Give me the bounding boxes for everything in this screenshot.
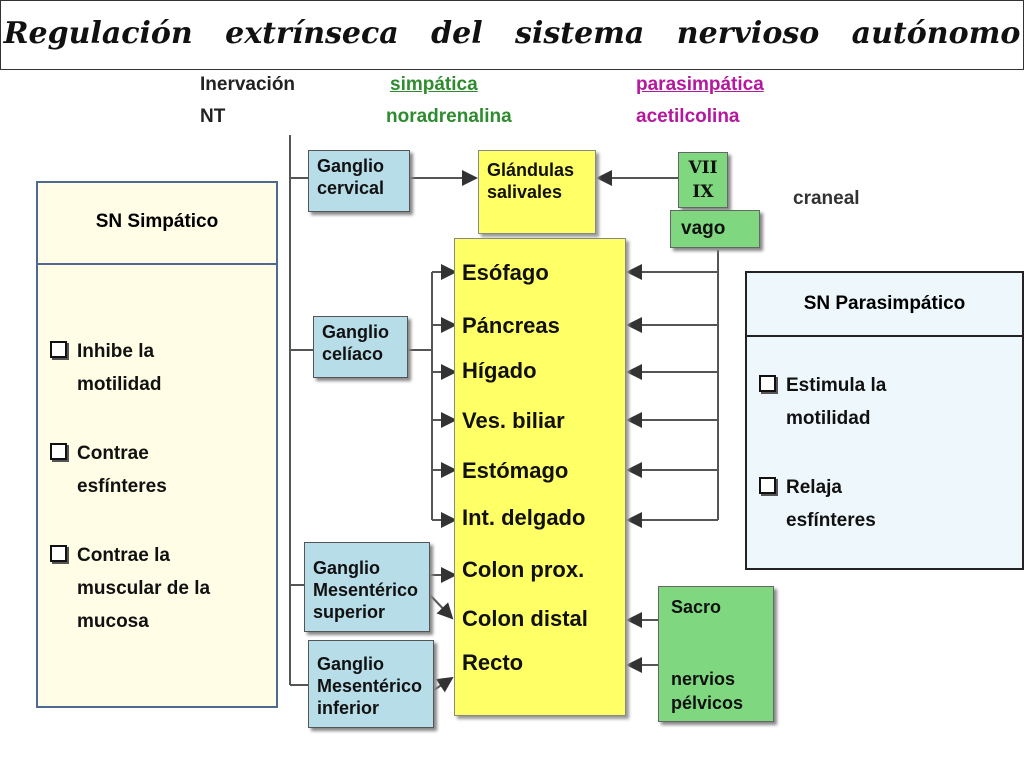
- organ-colon-prox: Colon prox.: [462, 557, 585, 582]
- simpatico-item-1: Inhibe la motilidad: [50, 335, 161, 401]
- ganglio-mesenterico-inferior-box: Ganglio Mesentérico inferior: [308, 640, 434, 728]
- parasimpatico-item-1-line1: Estimula la: [786, 375, 887, 396]
- sn-simpatico-divider: [38, 263, 276, 265]
- parasimpatico-item-2-line1: Relaja: [786, 477, 842, 498]
- cranial-nerves-box: VII IX: [678, 152, 728, 208]
- sn-parasimpatico-divider: [747, 335, 1022, 337]
- ganglio-cervical-line2: cervical: [317, 178, 385, 198]
- title-frame: [0, 0, 1024, 70]
- ganglio-celiaco-box: Ganglio celíaco: [313, 316, 408, 378]
- slide-title: Regulación extrínseca del sistema nervio…: [3, 16, 1021, 51]
- checkbox-bullet-icon: [50, 443, 67, 460]
- checkbox-bullet-icon: [50, 545, 67, 562]
- acetilcolina-label: acetilcolina: [636, 106, 740, 127]
- ganglio-mes-inf-line3: inferior: [317, 698, 380, 718]
- organ-pancreas: Páncreas: [462, 313, 560, 338]
- sacro-label: Sacro: [671, 597, 722, 617]
- sn-simpatico-title: SN Simpático: [95, 211, 219, 232]
- checkbox-bullet-icon: [759, 477, 776, 494]
- simpatico-item-2-line1: Contrae: [77, 443, 149, 464]
- glandulas-line2: salivales: [487, 182, 563, 202]
- nervio-ix: IX: [692, 182, 714, 202]
- ganglio-celiaco-line1: Ganglio: [322, 322, 389, 342]
- glandulas-line1: Glándulas: [487, 160, 575, 180]
- organs-column: [454, 238, 626, 716]
- simpatico-item-2-line2: esfínteres: [77, 476, 167, 497]
- organ-int-delgado: Int. delgado: [462, 505, 586, 530]
- simpatico-item-3-line2: muscular de la: [77, 578, 211, 599]
- simpatico-item-1-line1: Inhibe la: [77, 341, 155, 362]
- pelvicos-label: pélvicos: [671, 693, 744, 713]
- organ-higado: Hígado: [462, 358, 537, 383]
- checkbox-bullet-icon: [50, 341, 67, 358]
- simpatico-item-3-line1: Contrae la: [77, 545, 170, 566]
- ganglio-mes-inf-line1: Ganglio: [317, 654, 384, 674]
- parasimpatico-item-1: Estimula la motilidad: [759, 369, 886, 435]
- organ-ves-biliar: Ves. biliar: [462, 408, 565, 433]
- organ-estomago: Estómago: [462, 458, 569, 483]
- vago-label: vago: [681, 218, 726, 239]
- simpatica-label: simpática: [390, 74, 478, 95]
- simpatico-item-3: Contrae la muscular de la mucosa: [50, 539, 210, 638]
- simpatico-item-3-line3: mucosa: [77, 611, 149, 632]
- parasimpatico-item-2: Relaja esfínteres: [759, 471, 876, 537]
- nervios-label: nervios: [671, 669, 736, 689]
- noradrenalina-label: noradrenalina: [386, 106, 512, 127]
- nervio-vii: VII: [688, 158, 718, 178]
- simpatico-item-2: Contrae esfínteres: [50, 437, 167, 503]
- ganglio-mes-sup-line2: Mesentérico: [313, 580, 419, 600]
- ganglio-mes-sup-line1: Ganglio: [313, 558, 380, 578]
- craneal-label: craneal: [793, 188, 860, 209]
- parasimpatico-item-2-line2: esfínteres: [786, 510, 876, 531]
- organ-esofago: Esófago: [462, 260, 549, 285]
- ganglio-mes-sup-line3: superior: [313, 602, 386, 622]
- organ-colon-distal: Colon distal: [462, 606, 588, 631]
- simpatico-item-1-line2: motilidad: [77, 374, 162, 395]
- checkbox-bullet-icon: [759, 375, 776, 392]
- ganglio-cervical-line1: Ganglio: [317, 156, 384, 176]
- ganglio-mesenterico-superior-box: Ganglio Mesentérico superior: [304, 542, 430, 632]
- vago-box: vago: [670, 210, 760, 248]
- nt-label: NT: [200, 106, 226, 127]
- parasimpatica-label: parasimpática: [636, 74, 764, 95]
- parasimpatico-item-1-line2: motilidad: [786, 408, 871, 429]
- sn-parasimpatico-panel: SN Parasimpático Estimula la motilidad R…: [745, 271, 1024, 570]
- sn-simpatico-panel: SN Simpático Inhibe la motilidad Contrae…: [36, 181, 278, 708]
- inervacion-label: Inervación: [200, 74, 296, 95]
- glandulas-salivales-box: Glándulas salivales: [478, 150, 596, 234]
- ganglio-celiaco-line2: celíaco: [322, 344, 384, 364]
- sacro-box: Sacro nervios pélvicos: [658, 586, 774, 722]
- sn-parasimpatico-title: SN Parasimpático: [803, 293, 966, 314]
- ganglio-cervical-box: Ganglio cervical: [308, 150, 410, 212]
- ganglio-mes-inf-line2: Mesentérico: [317, 676, 423, 696]
- organ-recto: Recto: [462, 650, 524, 675]
